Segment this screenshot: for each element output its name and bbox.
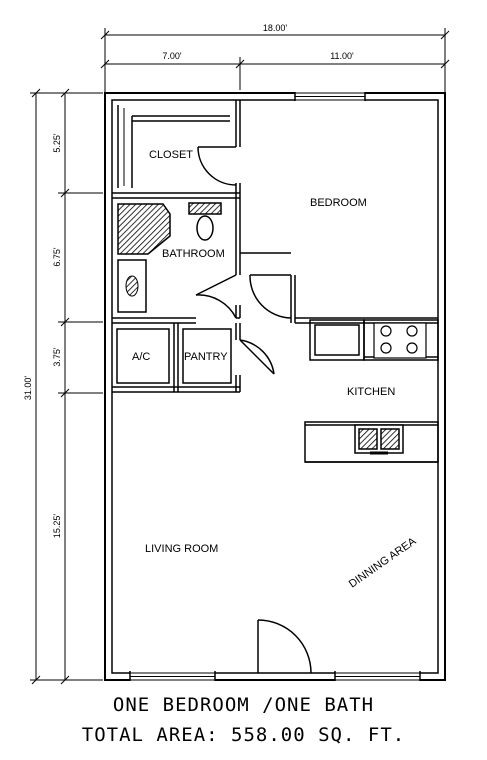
- ac-unit: [116, 328, 170, 384]
- room-label-pantry: PANTRY: [184, 351, 228, 363]
- pantry-box: [182, 328, 232, 384]
- windows: [129, 92, 421, 681]
- top-dimensions: [100, 28, 450, 95]
- doors: [195, 146, 312, 674]
- overall-height-label: 31.00': [23, 376, 33, 401]
- room-label-bathroom: BATHROOM: [162, 248, 225, 260]
- kitchen-sink-icon: [354, 424, 404, 455]
- left-dimensions: [30, 88, 103, 685]
- room-label-dining-area: DINNING AREA: [347, 535, 419, 590]
- plan-title: ONE BEDROOM /ONE BATH: [112, 694, 375, 716]
- height-label-closet: 5.25': [52, 133, 62, 153]
- toilet-icon: [188, 202, 222, 241]
- room-label-ac: A/C: [132, 351, 150, 363]
- refrigerator: [309, 319, 365, 361]
- left-width-label: 7.00': [162, 51, 182, 61]
- interior-walls: [112, 100, 438, 463]
- sink-icon: [117, 259, 147, 313]
- total-area-label: TOTAL AREA: 558.00 SQ. FT.: [81, 724, 406, 746]
- overall-width-label: 18.00': [263, 23, 288, 33]
- stove-icon: [373, 322, 427, 359]
- room-label-kitchen: KITCHEN: [347, 386, 395, 398]
- right-width-label: 11.00': [330, 51, 354, 61]
- height-label-living: 15.25': [52, 514, 62, 539]
- room-label-living-room: LIVING ROOM: [145, 543, 218, 555]
- bathtub-corner: [117, 203, 171, 255]
- room-label-bedroom: BEDROOM: [310, 197, 367, 209]
- height-label-pantry: 3.75': [52, 347, 62, 367]
- room-label-closet: CLOSET: [149, 149, 193, 161]
- floor-plan: 18.00' 7.00' 11.00' 31.00' 5.25' 6.75' 3…: [23, 23, 450, 685]
- height-label-bathroom: 6.75': [52, 247, 62, 267]
